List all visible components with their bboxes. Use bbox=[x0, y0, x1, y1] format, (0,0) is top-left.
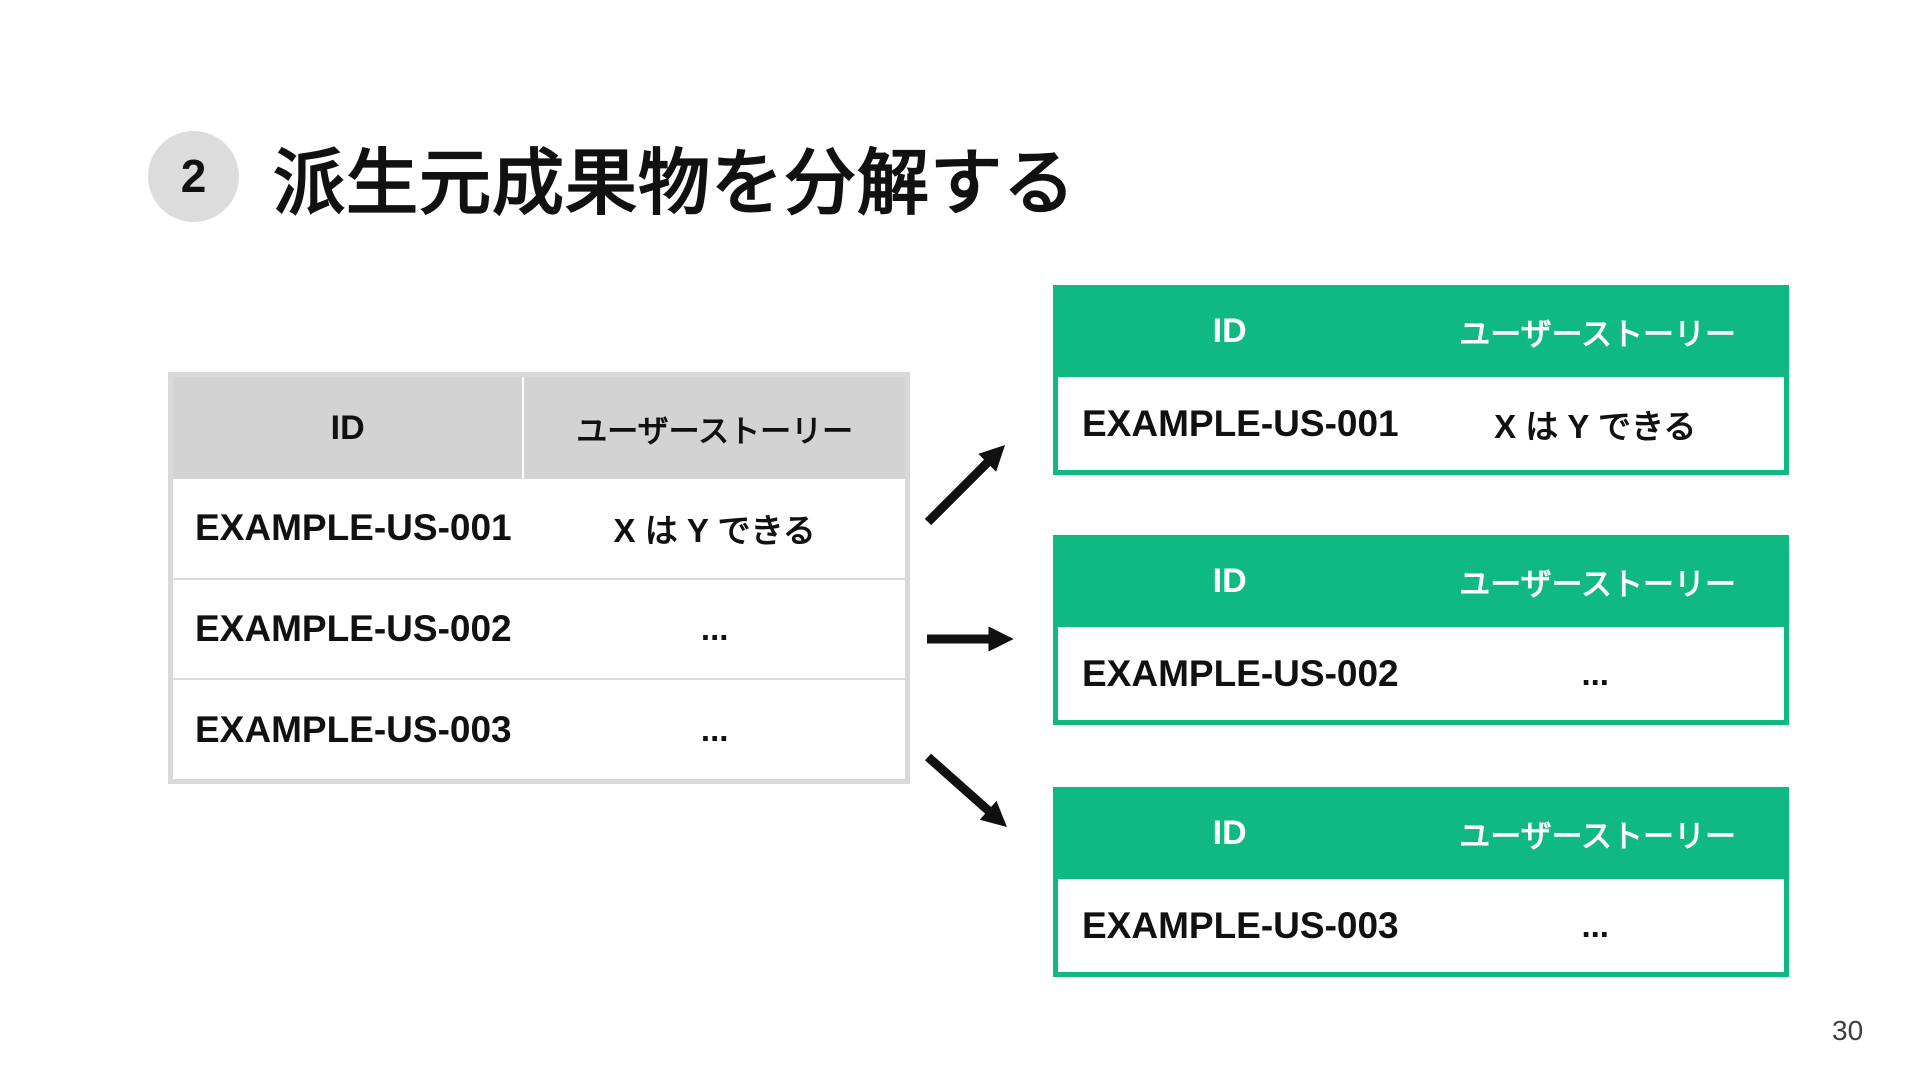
table-row: EXAMPLE-US-003 ... bbox=[1053, 879, 1789, 977]
table-row: EXAMPLE-US-001 X は Y できる bbox=[173, 479, 905, 578]
table-row: EXAMPLE-US-001 X は Y できる bbox=[1053, 377, 1789, 475]
split-table-1-header-id: ID bbox=[1212, 311, 1247, 350]
split-table-1-header-row: ID ユーザーストーリー bbox=[1053, 285, 1789, 377]
page-number: 30 bbox=[1832, 1015, 1864, 1046]
split-table-2: ID ユーザーストーリー EXAMPLE-US-002 ... bbox=[1053, 535, 1789, 725]
source-row-3-id: EXAMPLE-US-003 bbox=[195, 708, 512, 750]
source-row-3-story: ... bbox=[700, 710, 729, 748]
split-table-1-header-user-story: ユーザーストーリー bbox=[1459, 316, 1737, 352]
split-table-2-header-user-story: ユーザーストーリー bbox=[1459, 566, 1737, 602]
split-table-3-row-id: EXAMPLE-US-003 bbox=[1082, 904, 1399, 946]
split-table-2-row-story: ... bbox=[1581, 654, 1609, 692]
split-table-1-row-story: X は Y できる bbox=[1494, 407, 1697, 445]
split-table-1-row-id: EXAMPLE-US-001 bbox=[1082, 402, 1399, 444]
split-table-1: ID ユーザーストーリー EXAMPLE-US-001 X は Y できる bbox=[1053, 285, 1789, 475]
split-table-3-header-user-story: ユーザーストーリー bbox=[1459, 818, 1737, 854]
table-row: EXAMPLE-US-003 ... bbox=[173, 678, 905, 780]
split-table-3-header-id: ID bbox=[1212, 813, 1247, 852]
split-table-3-row-story: ... bbox=[1581, 906, 1609, 944]
source-table-header-row: ID ユーザーストーリー bbox=[173, 377, 905, 479]
table-row: EXAMPLE-US-002 ... bbox=[1053, 627, 1789, 725]
step-number-badge: 2 bbox=[148, 130, 239, 222]
split-table-2-row-id: EXAMPLE-US-002 bbox=[1082, 652, 1399, 694]
split-table-2-header-id: ID bbox=[1212, 561, 1247, 600]
split-table-2-header-row: ID ユーザーストーリー bbox=[1053, 535, 1789, 627]
source-row-2-id: EXAMPLE-US-002 bbox=[195, 608, 512, 649]
split-table-3: ID ユーザーストーリー EXAMPLE-US-003 ... bbox=[1053, 787, 1789, 977]
split-table-3-header-row: ID ユーザーストーリー bbox=[1053, 787, 1789, 879]
slide-title: 派生元成果物を分解する bbox=[273, 143, 1077, 224]
table-row: EXAMPLE-US-002 ... bbox=[173, 577, 905, 679]
source-header-user-story: ユーザーストーリー bbox=[576, 413, 854, 449]
decompose-arrows bbox=[924, 444, 1014, 828]
source-user-story-table: ID ユーザーストーリー EXAMPLE-US-001 X は Y できる EX… bbox=[168, 372, 910, 784]
arrow-down-right-icon bbox=[925, 753, 1007, 828]
source-header-id: ID bbox=[173, 377, 525, 479]
source-row-1-story: X は Y できる bbox=[613, 512, 816, 550]
source-row-1-id: EXAMPLE-US-001 bbox=[195, 507, 512, 549]
slide-title-row: 2 派生元成果物を分解する bbox=[148, 128, 1076, 224]
source-row-2-story: ... bbox=[700, 610, 729, 647]
arrow-up-right-icon bbox=[924, 444, 1006, 526]
